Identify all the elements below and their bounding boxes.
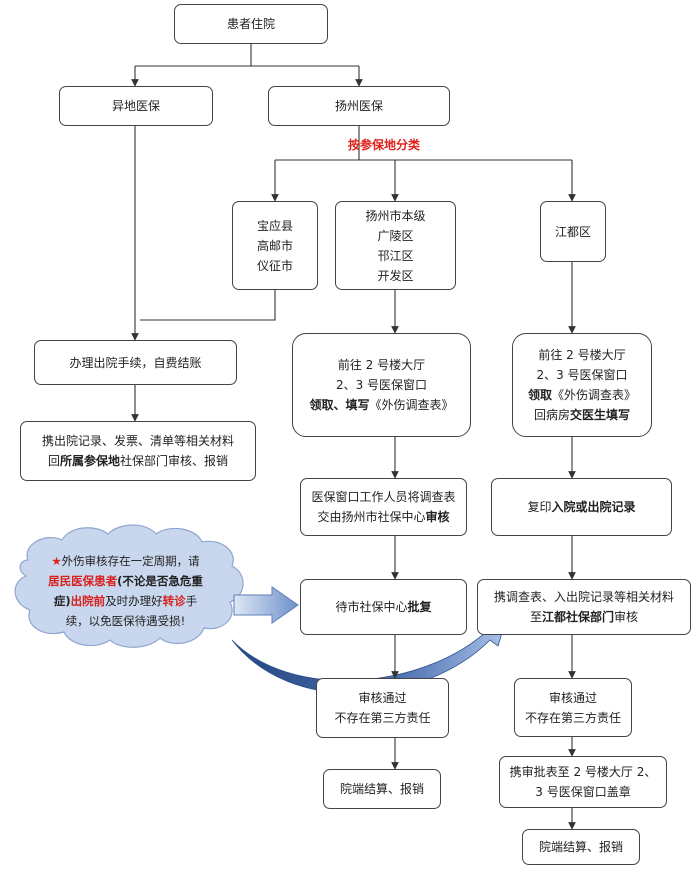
await-approval-node: 待市社保中心批复 [300, 579, 467, 635]
jiangdu-window-line2: 2、3 号医保窗口 [536, 368, 628, 382]
carry-materials-node: 携出院记录、发票、清单等相关材料 回所属参保地社保部门审核、报销 [20, 421, 256, 481]
approved-left-line1: 审核通过 [358, 691, 407, 705]
county-baoying: 宝应县 [256, 218, 293, 233]
other-insurance-label: 异地医保 [111, 99, 160, 113]
staff-submit-line2: 交由扬州市社保中心审核 [317, 510, 450, 524]
stamp-line2: 3 号医保窗口盖章 [535, 785, 631, 799]
note-text-5: 出院前 [70, 594, 106, 608]
stamp-line1: 携审批表至 2 号楼大厅 2、 [509, 765, 657, 779]
note-text-8: 手 [185, 594, 198, 608]
settle-right-label: 院端结算、报销 [538, 840, 623, 854]
approved-left-line2: 不存在第三方责任 [334, 711, 431, 725]
note-text-3: (不论是否急危重 [117, 574, 203, 588]
staff-submit-node: 医保窗口工作人员将调查表 交由扬州市社保中心审核 [300, 478, 467, 536]
district-hanjiang: 邗江区 [377, 248, 414, 263]
note-text-9: 续，以免医保待遇受损! [65, 614, 186, 628]
yangzhou-insurance-label: 扬州医保 [334, 99, 383, 113]
settle-left-node: 院端结算、报销 [323, 769, 441, 809]
discharge-self-pay-node: 办理出院手续，自费结账 [34, 340, 237, 385]
inpatient-label: 患者住院 [226, 17, 275, 31]
jiangdu-window-line3: 领取《外伤调查表》 [527, 388, 637, 402]
note-text-1: 外伤审核存在一定周期，请 [61, 554, 200, 568]
city-window-node: 前往 2 号楼大厅 2、3 号医保窗口 领取、填写《外伤调查表》 [292, 333, 471, 437]
note-text-7: 转诊 [162, 594, 186, 608]
approved-right-node: 审核通过 不存在第三方责任 [514, 678, 632, 737]
district-kaifa: 开发区 [377, 268, 414, 283]
city-gaoyou: 高邮市 [256, 238, 293, 253]
city-window-line1: 前往 2 号楼大厅 [337, 358, 426, 372]
staff-submit-line1: 医保窗口工作人员将调查表 [311, 490, 456, 504]
yangzhou-city-group-node: 扬州市本级 广陵区 邗江区 开发区 [335, 201, 456, 290]
note-pointer-arrow [233, 586, 299, 624]
note-text-6: 及时办理好 [105, 594, 163, 608]
carry-materials-line1: 携出院记录、发票、清单等相关材料 [41, 434, 234, 448]
other-insurance-node: 异地医保 [59, 86, 213, 126]
yangzhou-insurance-node: 扬州医保 [268, 86, 450, 126]
star-icon: ★ [51, 554, 62, 568]
approved-right-line2: 不存在第三方责任 [524, 710, 621, 725]
discharge-self-pay-label: 办理出院手续，自费结账 [69, 355, 202, 370]
jiangdu-window-node: 前往 2 号楼大厅 2、3 号医保窗口 领取《外伤调查表》 回病房交医生填写 [512, 333, 652, 437]
city-window-line2: 2、3 号医保窗口 [335, 378, 428, 392]
approved-right-line1: 审核通过 [548, 690, 597, 705]
city-yizheng: 仪征市 [256, 258, 293, 273]
jiangdu-submit-line2: 至江都社保部门审核 [529, 610, 639, 624]
city-window-line3: 领取、填写《外伤调查表》 [309, 398, 454, 412]
stamp-node: 携审批表至 2 号楼大厅 2、 3 号医保窗口盖章 [499, 756, 667, 808]
inpatient-node: 患者住院 [174, 4, 328, 44]
carry-materials-line2: 回所属参保地社保部门审核、报销 [47, 454, 229, 468]
classify-by-enrollment-label: 按参保地分类 [348, 138, 421, 152]
district-jiangdu: 江都区 [554, 224, 591, 239]
note-text-4: 症) [53, 594, 71, 608]
jiangdu-window-line1: 前往 2 号楼大厅 [538, 348, 626, 362]
copy-record-label: 复印入院或出院记录 [527, 500, 636, 514]
note-text-2: 居民医保患者 [48, 574, 118, 588]
settle-right-node: 院端结算、报销 [522, 829, 640, 865]
approved-left-node: 审核通过 不存在第三方责任 [316, 678, 449, 738]
settle-left-label: 院端结算、报销 [339, 782, 424, 796]
copy-record-node: 复印入院或出院记录 [491, 478, 672, 536]
jiangdu-submit-node: 携调查表、入出院记录等相关材料 至江都社保部门审核 [477, 579, 691, 635]
trauma-review-note: ★外伤审核存在一定周期，请 居民医保患者(不论是否急危重 症)出院前及时办理好转… [24, 551, 227, 631]
await-approval-label: 待市社保中心批复 [335, 600, 432, 614]
jiangdu-window-line4: 回病房交医生填写 [533, 408, 631, 422]
note-cloud [14, 524, 244, 648]
district-yangzhou-city: 扬州市本级 [365, 208, 426, 223]
jiangdu-submit-line1: 携调查表、入出院记录等相关材料 [493, 590, 674, 604]
jiangdu-node: 江都区 [540, 201, 606, 262]
baoying-group-node: 宝应县 高邮市 仪征市 [232, 201, 318, 290]
district-guangling: 广陵区 [377, 228, 414, 243]
